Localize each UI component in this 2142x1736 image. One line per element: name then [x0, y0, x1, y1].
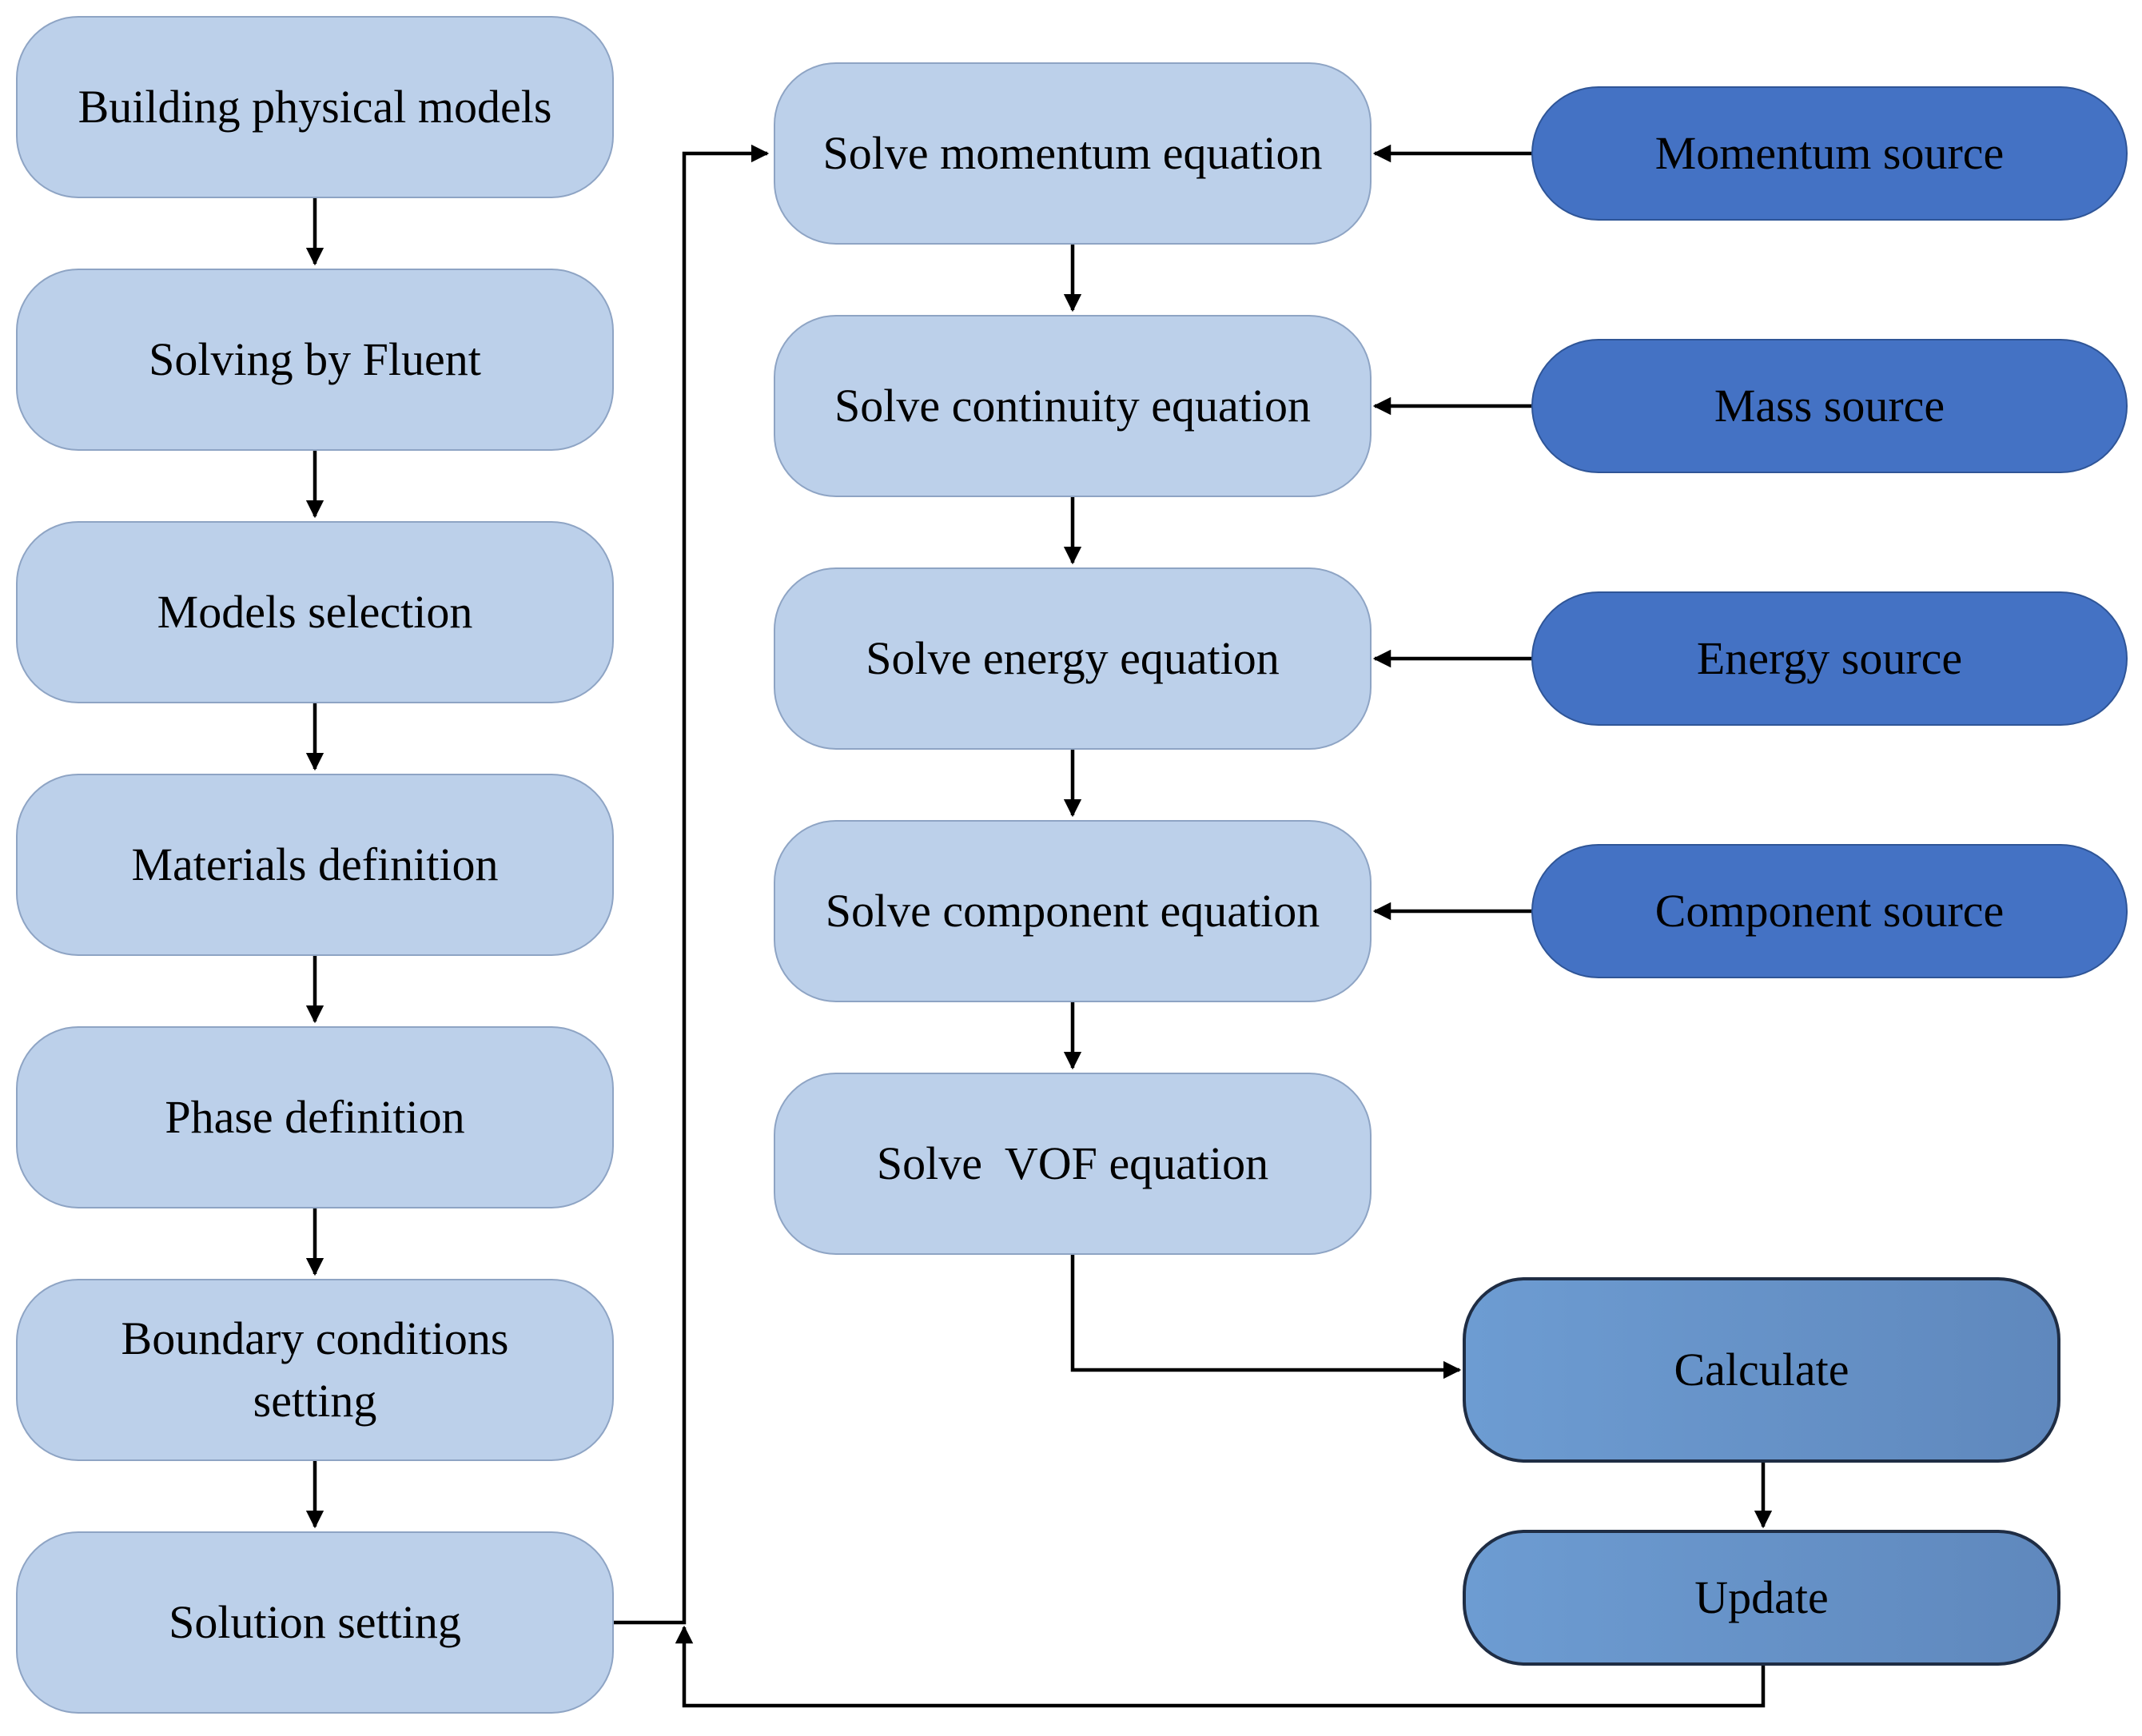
- step-solving-by-fluent: Solving by Fluent: [16, 269, 614, 451]
- step-solve-component-equation: Solve component equation: [774, 820, 1372, 1002]
- arrow-solution-to-momentum: [612, 144, 770, 1625]
- step-solve-continuity-equation: Solve continuity equation: [774, 315, 1372, 497]
- calculate-step: Calculate: [1463, 1277, 2060, 1463]
- energy-source: Energy source: [1531, 591, 2128, 726]
- mass-source: Mass source: [1531, 339, 2128, 473]
- step-phase-definition: Phase definition: [16, 1026, 614, 1208]
- step-models-selection: Models selection: [16, 521, 614, 703]
- step-boundary-conditions-setting: Boundary conditions setting: [16, 1279, 614, 1461]
- step-solve-energy-equation: Solve energy equation: [774, 567, 1372, 750]
- step-solve-vof-equation: Solve VOF equation: [774, 1073, 1372, 1255]
- step-solution-setting: Solution setting: [16, 1531, 614, 1714]
- step-building-physical-models: Building physical models: [16, 16, 614, 198]
- step-solve-momentum-equation: Solve momentum equation: [774, 62, 1372, 245]
- update-step: Update: [1463, 1530, 2060, 1666]
- component-source: Component source: [1531, 844, 2128, 978]
- arrow-vof-to-calculate: [1070, 1255, 1462, 1380]
- step-materials-definition: Materials definition: [16, 774, 614, 956]
- momentum-source: Momentum source: [1531, 86, 2128, 221]
